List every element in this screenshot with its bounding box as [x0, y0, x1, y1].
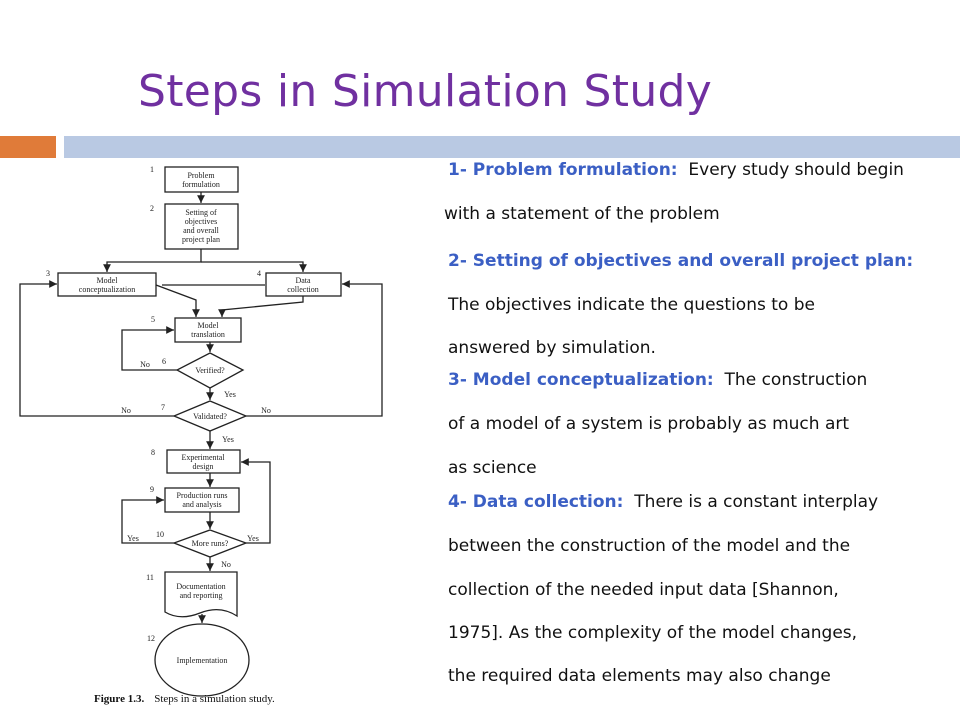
node-6-num: 6: [162, 357, 166, 366]
node-3-line1: Model: [97, 276, 119, 285]
step-1-line-1: Every study should begin: [688, 160, 904, 180]
node-12-num: 12: [147, 634, 155, 643]
step-4-line-4: 1975]. As the complexity of the model ch…: [448, 623, 858, 643]
node-1-line2: formulation: [182, 180, 220, 189]
node-2-line3: and overall: [183, 226, 220, 235]
step-4-heading: 4- Data collection:: [448, 492, 624, 512]
step-3-line-3: as science: [448, 458, 537, 478]
label-yes-10-left: Yes: [127, 534, 139, 543]
node-10-line1: More runs?: [192, 539, 229, 548]
node-5-box: [174, 317, 242, 343]
step-4-line-3: collection of the needed input data [Sha…: [448, 580, 839, 600]
node-3-box: [57, 272, 157, 297]
node-11-line2: and reporting: [180, 591, 223, 600]
node-2-num: 2: [150, 204, 154, 213]
node-7-line1: Validated?: [193, 412, 227, 421]
node-7-num: 7: [161, 403, 165, 412]
node-12-line1: Implementation: [177, 656, 228, 665]
slide-title: Steps in Simulation Study: [138, 66, 713, 117]
accent-bar: [0, 136, 56, 158]
node-3-num: 3: [46, 269, 50, 278]
step-3-line-1: The construction: [724, 370, 868, 390]
step-4-line-1: There is a constant interplay: [634, 492, 879, 512]
step-1-heading: 1- Problem formulation:: [448, 160, 678, 180]
label-yes-10-right: Yes: [247, 534, 259, 543]
node-4-line2: collection: [287, 285, 319, 294]
title-band: [64, 136, 960, 158]
simulation-flowchart: 1 Problem formulation 2 Setting of objec…: [0, 160, 420, 720]
figure-caption: Figure 1.3. Steps in a simulation study.: [94, 693, 275, 705]
node-5-line2: translation: [191, 330, 225, 339]
node-11-num: 11: [146, 573, 154, 582]
node-11-doc: [164, 571, 238, 618]
step-3-line-2: of a model of a system is probably as mu…: [448, 414, 850, 434]
node-4-line1: Data: [295, 276, 311, 285]
node-2-line2: objectives: [185, 217, 217, 226]
caption-label: Figure 1.3.: [94, 693, 145, 705]
node-9-box: [164, 487, 240, 513]
flowchart-svg: 1 Problem formulation 2 Setting of objec…: [19, 165, 383, 697]
node-8-line2: design: [193, 462, 214, 471]
caption-text: Steps in a simulation study.: [154, 693, 275, 705]
node-5-num: 5: [151, 315, 155, 324]
label-no-7-right: No: [261, 406, 271, 415]
node-8-line1: Experimental: [181, 453, 225, 462]
step-4-line-5: the required data elements may also chan…: [448, 666, 831, 686]
node-12-oval: [154, 623, 250, 697]
node-11-line1: Documentation: [176, 582, 225, 591]
node-5-line1: Model: [198, 321, 220, 330]
label-no-10: No: [221, 560, 231, 569]
node-1-num: 1: [150, 165, 154, 174]
node-9-line2: and analysis: [182, 500, 221, 509]
step-1-line-2: with a statement of the problem: [444, 204, 720, 224]
step-3-heading: 3- Model conceptualization:: [448, 370, 714, 390]
label-yes-7: Yes: [222, 435, 234, 444]
label-no-7-left: No: [121, 406, 131, 415]
node-6-line1: Verified?: [195, 366, 225, 375]
label-yes-6: Yes: [224, 390, 236, 399]
node-4-num: 4: [257, 269, 261, 278]
node-2-line1: Setting of: [185, 208, 217, 217]
step-2-line-2: answered by simulation.: [448, 338, 656, 358]
node-2-line4: project plan: [182, 235, 220, 244]
node-8-box: [166, 449, 241, 474]
step-4-line-2: between the construction of the model an…: [448, 536, 851, 556]
step-2-heading: 2- Setting of objectives and overall pro…: [448, 251, 914, 271]
node-1-line1: Problem: [187, 171, 215, 180]
step-2-line-1: The objectives indicate the questions to…: [448, 295, 815, 315]
node-9-num: 9: [150, 485, 154, 494]
node-8-num: 8: [151, 448, 155, 457]
node-9-line1: Production runs: [177, 491, 228, 500]
label-no-6: No: [140, 360, 150, 369]
node-3-line2: conceptualization: [79, 285, 135, 294]
node-10-num: 10: [156, 530, 164, 539]
